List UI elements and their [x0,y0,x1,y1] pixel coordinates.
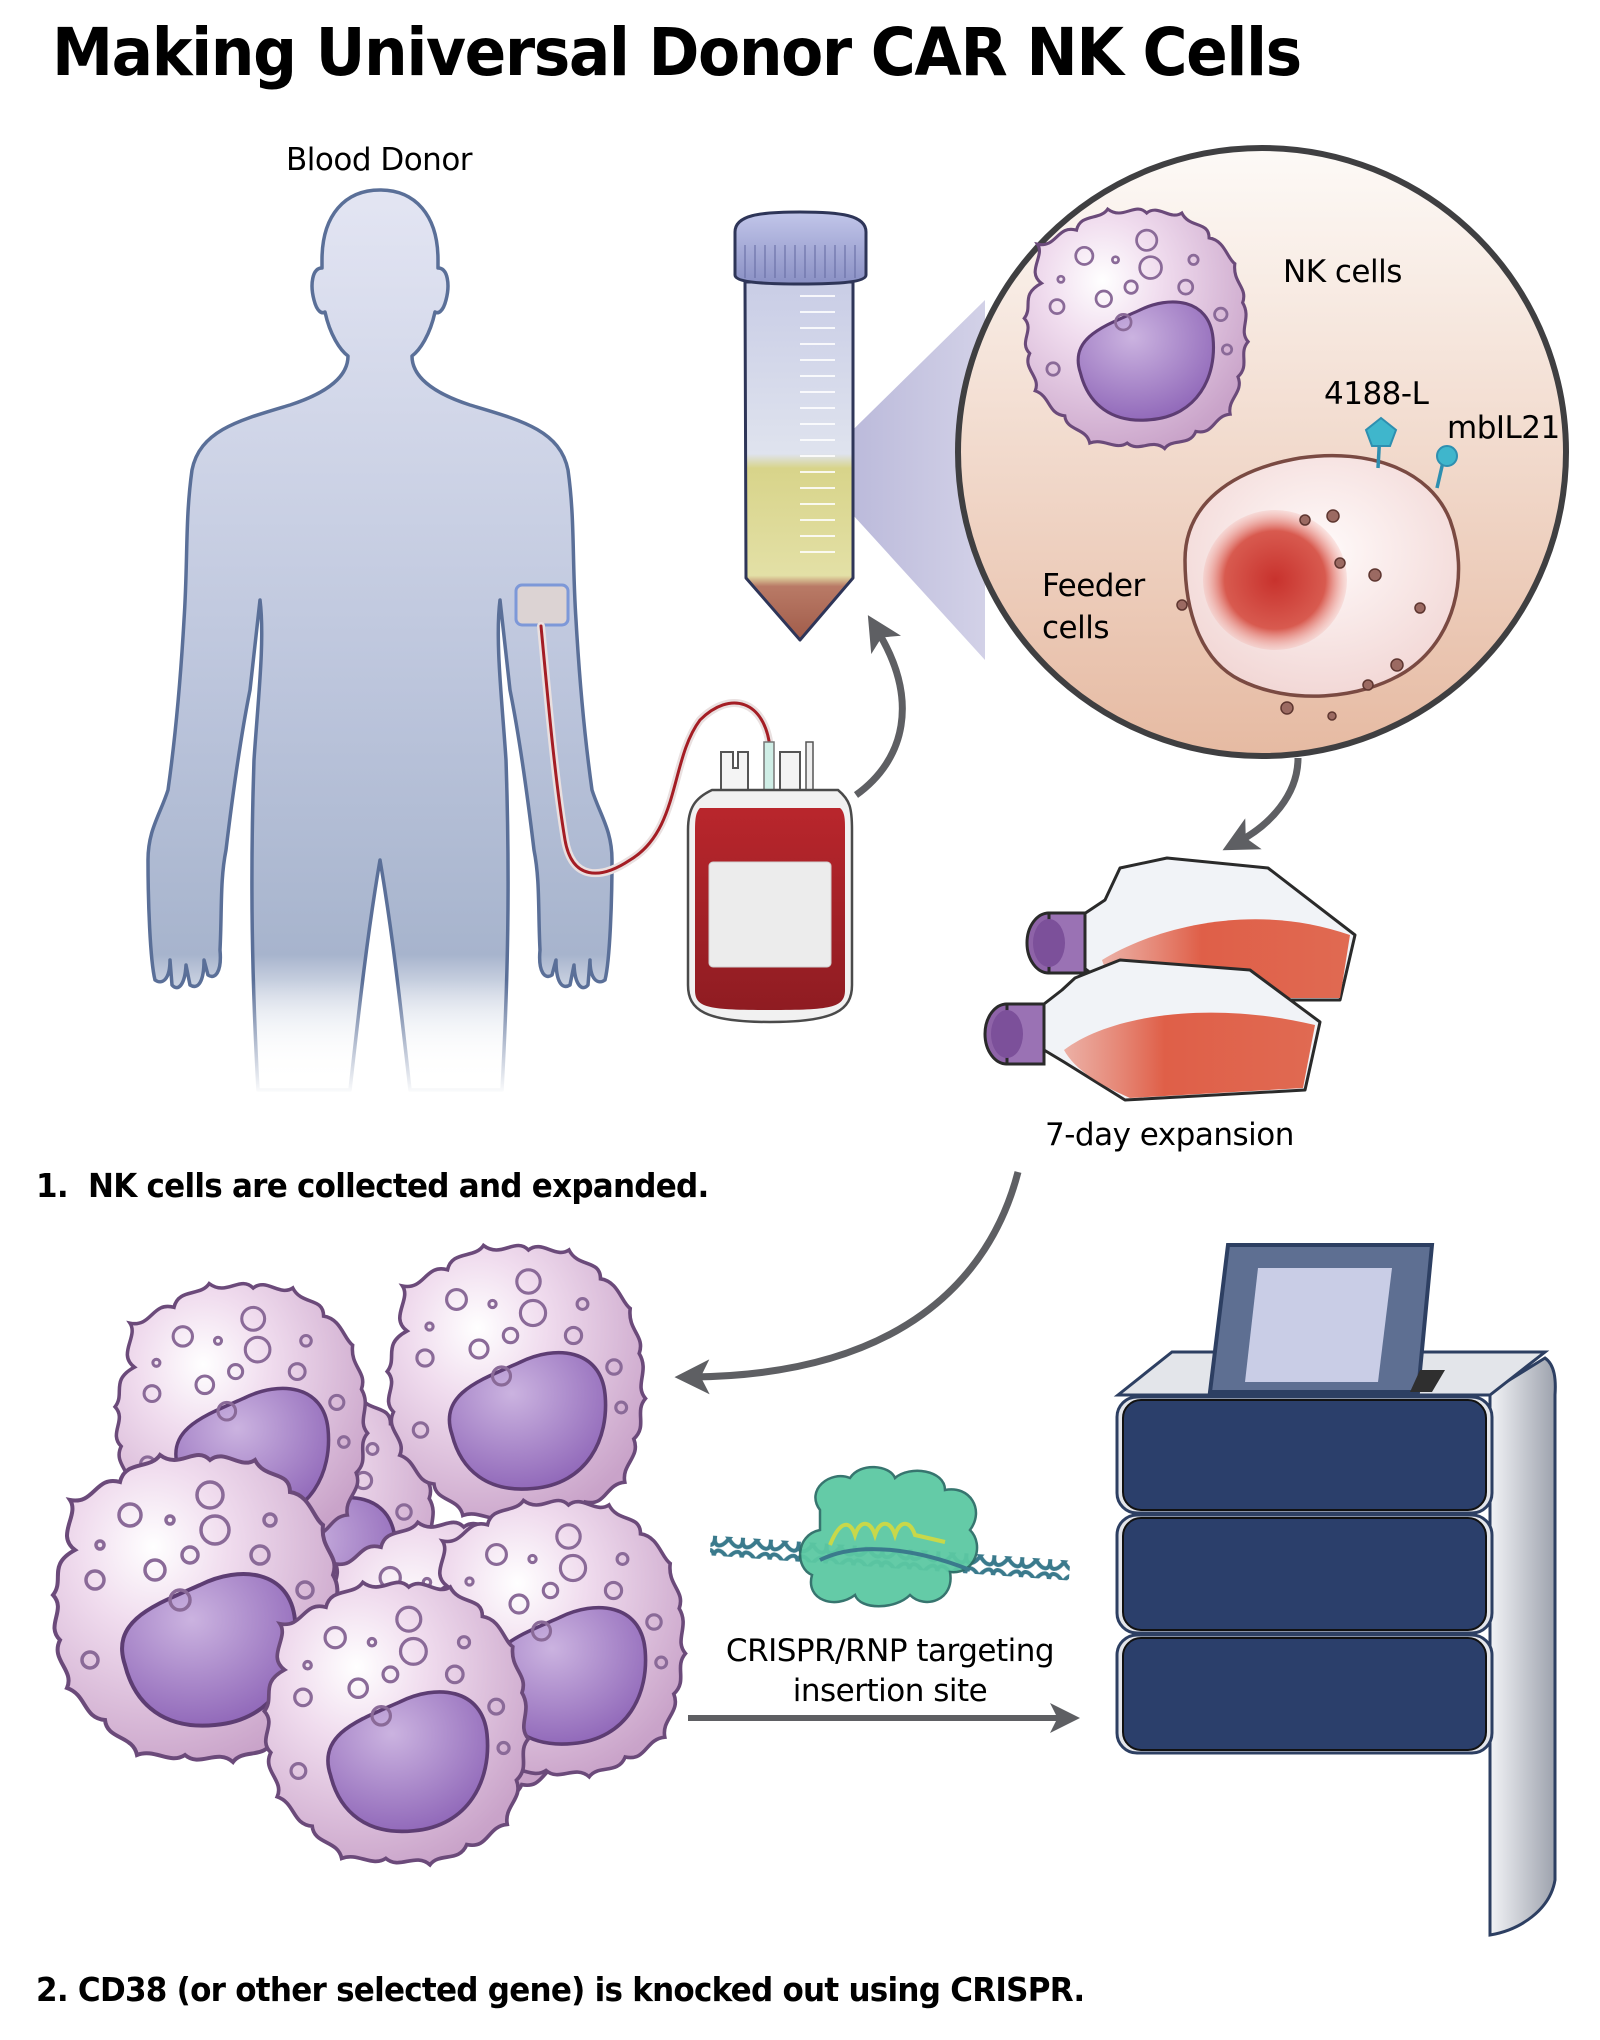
electroporation-device-icon [1113,1243,1557,1937]
nk-cells-label: NK cells [1283,254,1402,290]
mbil21-label: mbIL21 [1447,410,1560,446]
step-1-caption: 1. NK cells are collected and expanded. [36,1166,709,1205]
arrow-circle-to-flasks [1222,757,1302,851]
culture-flask-icon [983,856,1357,1102]
step-2-text: CD38 (or other selected gene) is knocked… [77,1970,1085,2009]
feeder-label-line1: Feeder [1042,568,1145,604]
magnified-cells-circle [955,145,1569,759]
step-1-number: 1. [36,1166,69,1205]
step-2-caption: 2. CD38 (or other selected gene) is knoc… [36,1970,1085,2009]
blood-bag-icon [686,741,854,1024]
feeder-label-line2: cells [1042,610,1110,646]
iv-patch-icon [514,583,570,627]
blood-donor-label: Blood Donor [286,142,473,178]
step-1-text: NK cells are collected and expanded. [87,1166,709,1205]
crispr-rnp-complex-icon [709,1465,1071,1608]
crispr-label-line1: CRISPR/RNP targeting [725,1633,1055,1669]
nk-cell-cluster [51,1243,688,1867]
step-2-number: 2. [36,1970,69,2009]
arrow-bag-to-tube [853,615,906,798]
crispr-label-line2: insertion site [792,1673,988,1709]
centrifuge-tube-icon [733,210,985,660]
human-silhouette-icon [146,188,614,1095]
arrow-expansion-to-cluster [674,1171,1022,1395]
page-title: Making Universal Donor CAR NK Cells [52,14,1302,91]
expansion-label: 7-day expansion [1045,1117,1294,1153]
ligand-4188-label: 4188-L [1324,376,1429,412]
